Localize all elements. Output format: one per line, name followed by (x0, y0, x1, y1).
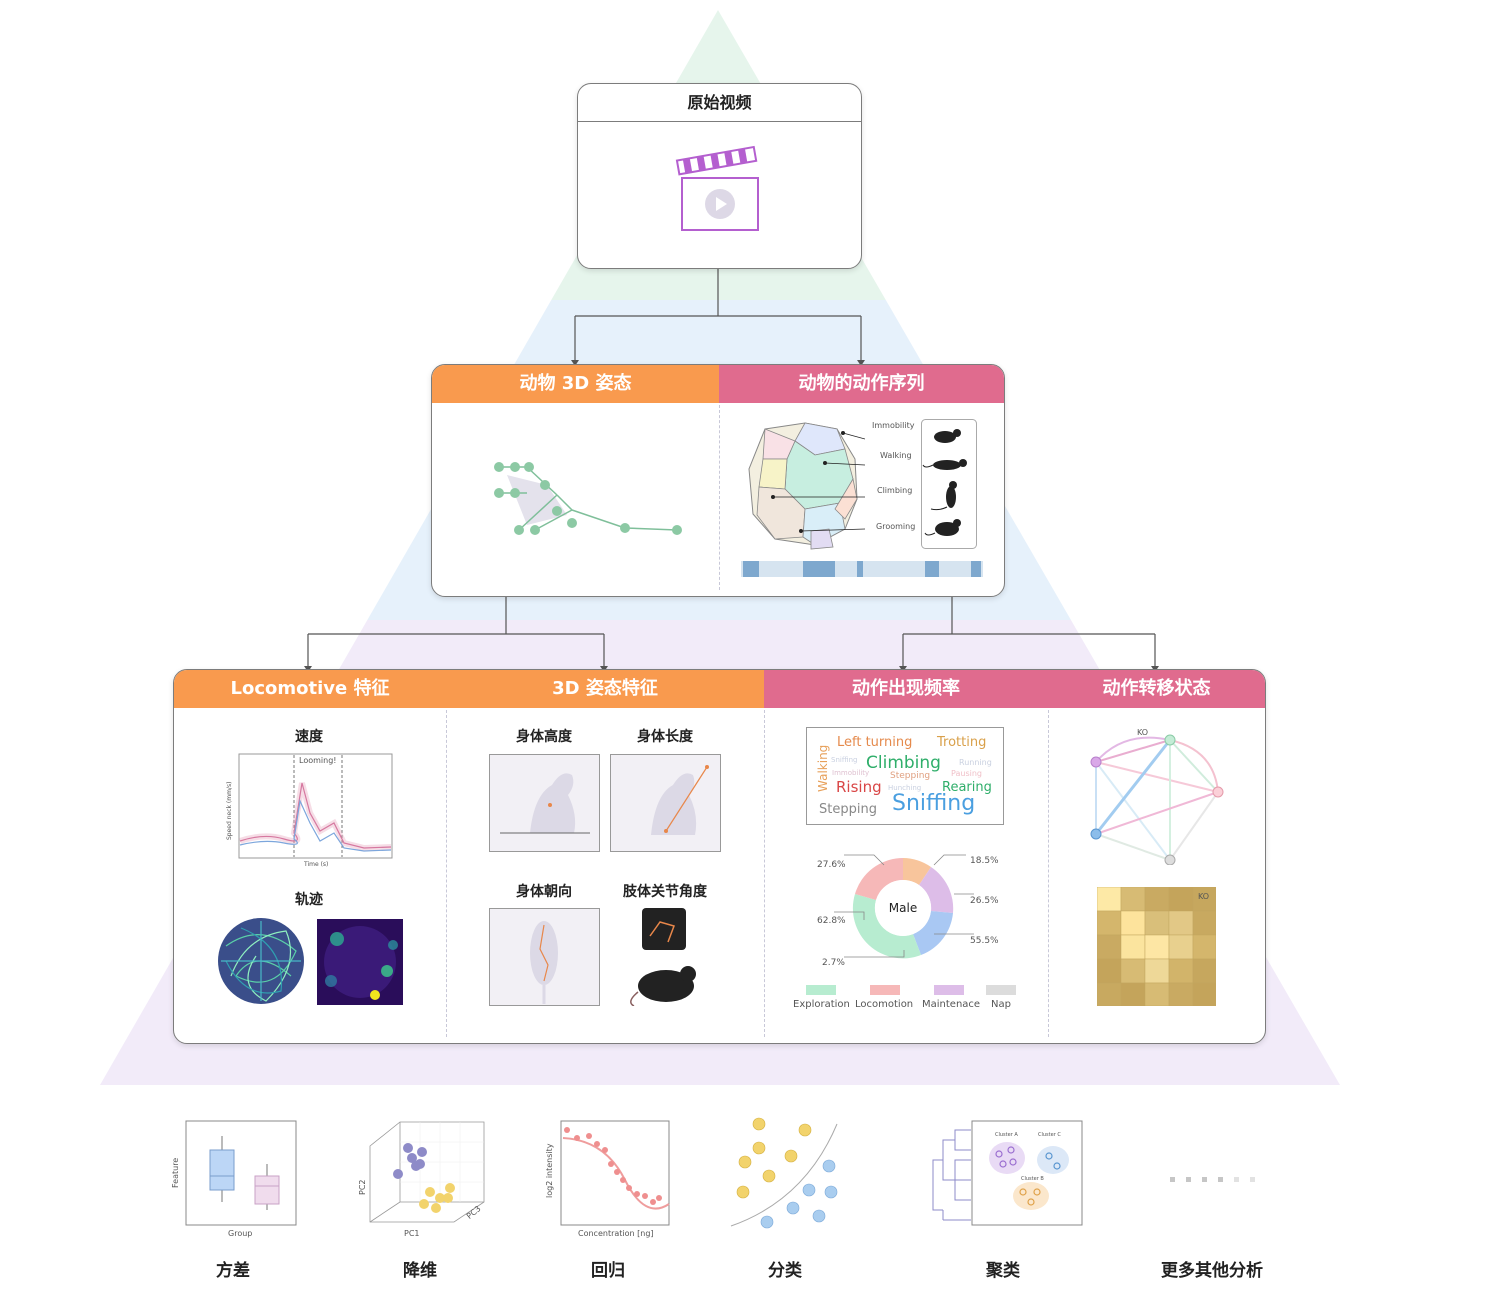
word-walking: Walking (816, 744, 830, 792)
variance-chart (185, 1120, 297, 1226)
features-card: Locomotive 特征 3D 姿态特征 动作出现频率 动作转移状态 速度 L… (173, 669, 1266, 1044)
donut-label-4: 62.8% (817, 916, 846, 926)
analysis-label-clustering: 聚类 (986, 1261, 1020, 1281)
joint-angle-image (630, 908, 696, 1006)
behavior-label-walking: Walking (880, 451, 912, 460)
regression-chart (560, 1120, 670, 1226)
analysis-label-more: 更多其他分析 (1161, 1261, 1263, 1281)
raw-video-title: 原始视频 (578, 84, 861, 122)
word-climbing: Climbing (866, 753, 941, 773)
body-orientation-image (489, 908, 600, 1006)
heatmap-plot (317, 919, 403, 1005)
speed-ylabel: Speed neck (mm/s) (226, 781, 233, 840)
body-orientation-label: 身体朝向 (516, 884, 572, 900)
joint-angle-label: 肢体关节角度 (623, 884, 707, 900)
word-sniffing-small: Sniffing (831, 756, 858, 764)
cluster-c-label: Cluster C (1038, 1132, 1061, 1138)
body-length-image (610, 754, 721, 852)
variance-xlabel: Group (228, 1229, 253, 1238)
donut-legend-swatches (806, 985, 1016, 995)
donut-center-label: Male (888, 901, 918, 915)
legend-locomotion: Locomotion (855, 999, 914, 1010)
cluster-b-label: Cluster B (1021, 1176, 1044, 1182)
speed-label: 速度 (295, 729, 323, 745)
mouse-icons-panel (921, 419, 977, 549)
word-stepping: Stepping (819, 802, 877, 817)
word-immobility: Immobility (832, 769, 870, 777)
legend-nap: Nap (991, 999, 1011, 1010)
clustering-chart (932, 1120, 1083, 1226)
donut-label-6: 2.7% (822, 958, 845, 968)
action-frequency-header: 动作出现频率 (764, 670, 1048, 708)
regression-ylabel: log2 intensity (545, 1143, 554, 1198)
behavior-label-grooming: Grooming (876, 522, 916, 531)
word-sniffing: Sniffing (892, 791, 976, 816)
word-trotting: Trotting (937, 735, 987, 750)
analysis-label-dimred: 降维 (403, 1261, 437, 1281)
cluster-a-label: Cluster A (995, 1132, 1018, 1138)
classification-chart (730, 1117, 838, 1229)
ko-label-network: KO (1137, 728, 1149, 737)
word-cloud (806, 727, 1004, 825)
analysis-label-classification: 分类 (768, 1261, 802, 1281)
word-stepping-small: Stepping (890, 771, 931, 781)
behavior-label-climbing: Climbing (877, 486, 913, 495)
donut-label-3: 26.5% (970, 896, 999, 906)
donut-label-5: 55.5% (970, 936, 999, 946)
raw-video-card: 原始视频 (577, 83, 862, 269)
word-running: Running (959, 758, 992, 767)
behavior-map (748, 422, 865, 550)
pose3d-header: 动物 3D 姿态 (432, 365, 719, 403)
word-pausing: Pausing (951, 769, 982, 778)
donut-chart (834, 854, 974, 959)
looming-label: Looming! (299, 756, 337, 765)
dim-reduction-chart (369, 1121, 485, 1223)
donut-label-2: 18.5% (970, 856, 999, 866)
locomotive-header: Locomotive 特征 (174, 670, 446, 708)
more-dots (1170, 1177, 1255, 1182)
word-rearing: Rearing (942, 780, 992, 795)
legend-maintenace: Maintenace (922, 999, 981, 1010)
transition-matrix (1097, 887, 1216, 1006)
speed-chart (238, 753, 393, 859)
trajectory-plot (218, 918, 304, 1004)
legend-exploration: Exploration (793, 999, 850, 1010)
trajectory-label: 轨迹 (295, 892, 323, 908)
regression-xlabel: Concentration [ng] (578, 1229, 654, 1238)
pose-skeleton (494, 462, 682, 535)
pca-ylabel: PC2 (358, 1179, 367, 1196)
behavior-ethogram-bar (741, 561, 983, 577)
word-left-turning: Left turning (837, 735, 913, 750)
analysis-label-variance: 方差 (216, 1261, 250, 1281)
pose-feature-header: 3D 姿态特征 (446, 670, 764, 708)
body-height-label: 身体高度 (516, 729, 572, 745)
analysis-label-regression: 回归 (591, 1261, 625, 1281)
clapperboard-icon (675, 145, 759, 231)
action-transition-header: 动作转移状态 (1048, 670, 1265, 708)
action-sequence-header: 动物的动作序列 (719, 365, 1004, 403)
ko-label-matrix: KO (1198, 892, 1210, 901)
transition-network (1090, 734, 1224, 865)
variance-ylabel: Feature (171, 1157, 180, 1188)
word-rising: Rising (836, 778, 882, 796)
word-hunching: Hunching (888, 784, 922, 792)
pca-xlabel: PC1 (404, 1229, 420, 1238)
body-length-label: 身体长度 (637, 729, 693, 745)
mid-card: 动物 3D 姿态 动物的动作序列 Immobility Wal (431, 364, 1005, 597)
donut-label-1: 27.6% (817, 860, 846, 870)
behavior-label-immobility: Immobility (872, 421, 915, 430)
speed-xlabel: Time (s) (304, 861, 329, 868)
body-height-image (489, 754, 600, 852)
